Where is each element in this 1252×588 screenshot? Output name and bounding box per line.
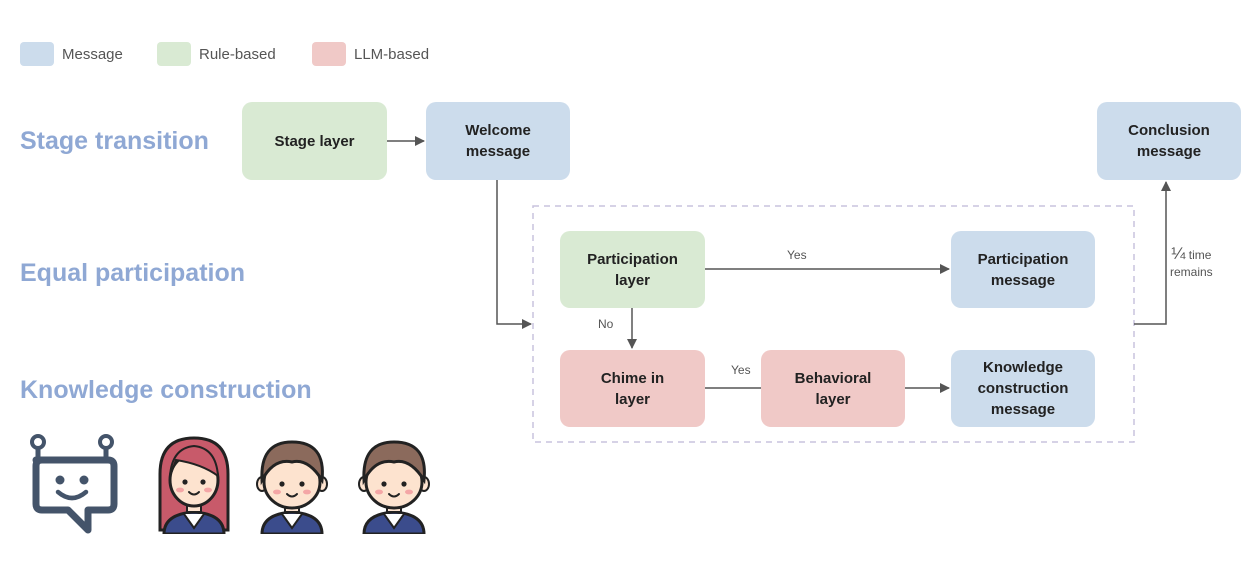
legend-swatch-llm-based: [312, 42, 346, 66]
student-girl-icon: [158, 436, 230, 534]
welcome-message-node: Welcome message: [426, 102, 570, 180]
behavioral-layer-node: Behavioral layer: [761, 350, 905, 427]
legend-llm-based: LLM-based: [312, 42, 429, 66]
legend-label-llm-based: LLM-based: [354, 45, 430, 63]
remains-text: remains: [1170, 265, 1213, 279]
knowledge-construction-message-node: Knowledge construction message: [951, 350, 1095, 427]
edge-label-no: No: [598, 317, 614, 331]
time-text: time: [1188, 248, 1212, 262]
edge-label-time-remains: ¼ time remains: [1170, 245, 1213, 281]
legend-swatch-message: [20, 42, 54, 66]
legend-message: Message: [20, 42, 123, 66]
chime-in-layer-node: Chime in layer: [560, 350, 705, 427]
student-boy-icon: [256, 440, 328, 534]
legend-rule-based: Rule-based: [157, 42, 276, 66]
row-label-knowledge-construction: Knowledge construction: [20, 376, 312, 404]
row-label-equal-participation: Equal participation: [20, 259, 246, 287]
student-boy-icon: [358, 440, 430, 534]
conclusion-message-node: Conclusion message: [1097, 102, 1241, 180]
time-fraction: ¼: [1171, 244, 1186, 263]
edge-label-yes-bottom: Yes: [731, 363, 751, 377]
stage-layer-node: Stage layer: [242, 102, 387, 180]
legend-label-rule-based: Rule-based: [199, 45, 276, 63]
arrow-group-to-conclusion: [1134, 181, 1171, 325]
participation-layer-node: Participation layer: [560, 231, 705, 308]
chatbot-icon: [30, 434, 118, 534]
legend-swatch-rule-based: [157, 42, 191, 66]
row-label-stage-transition: Stage transition: [20, 127, 209, 155]
participation-message-node: Participation message: [951, 231, 1095, 308]
legend-label-message: Message: [62, 45, 123, 63]
edge-label-yes-top: Yes: [787, 248, 807, 262]
arrow-welcome-to-group: [496, 180, 532, 329]
